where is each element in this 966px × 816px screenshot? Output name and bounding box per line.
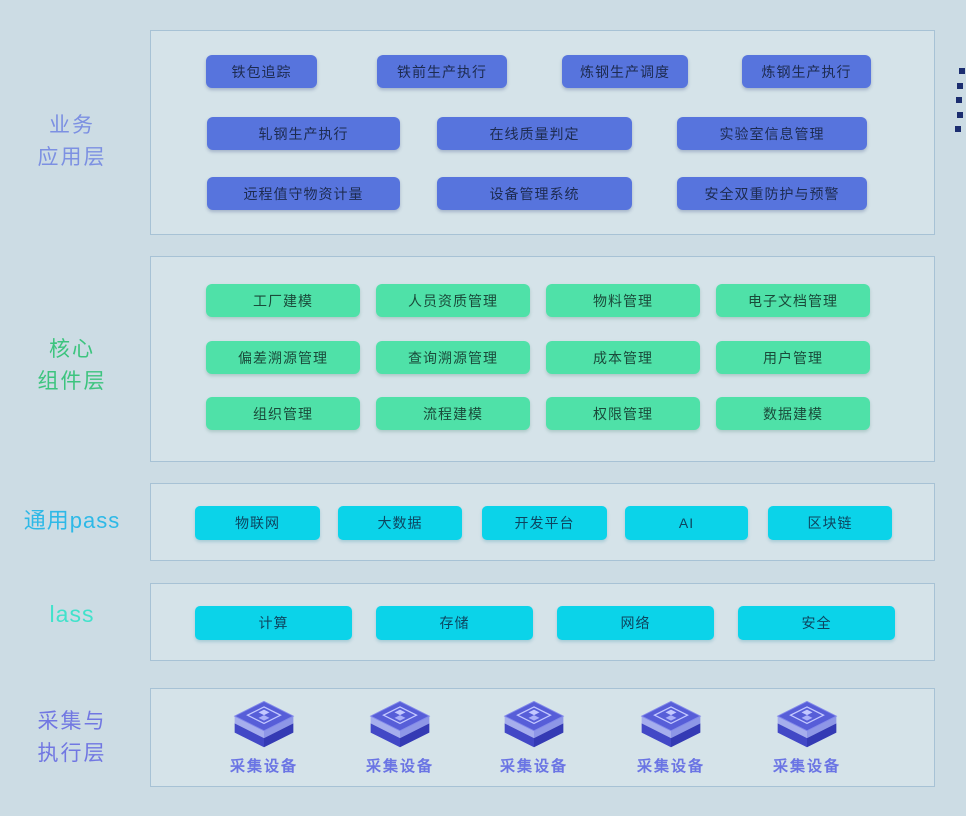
edge-mark-dot [956, 97, 962, 103]
app-button-ladle-tracking[interactable]: 铁包追踪 [206, 55, 317, 88]
core-button-cost-mgmt[interactable]: 成本管理 [546, 341, 700, 374]
iaas-layer-label: lass [10, 597, 134, 632]
iaas-button-security[interactable]: 安全 [738, 606, 895, 640]
edge-mark-dot [959, 68, 965, 74]
core-layer-label: 核心 组件层 [10, 334, 134, 397]
core-button-permission-mgmt[interactable]: 权限管理 [546, 397, 700, 430]
app-button-safety-warning[interactable]: 安全双重防护与预警 [677, 177, 867, 210]
device-cube-icon [503, 700, 565, 748]
label-line: 核心 [49, 338, 95, 361]
iaas-button-storage[interactable]: 存储 [376, 606, 533, 640]
collect-layer-label: 采集与 执行层 [10, 706, 134, 769]
label-line: 组件层 [37, 369, 107, 393]
device-cube-icon [369, 700, 431, 748]
edge-mark-dot [957, 112, 963, 118]
core-button-org-mgmt[interactable]: 组织管理 [206, 397, 360, 430]
device-label: 采集设备 [772, 758, 841, 775]
app-button-equipment-mgmt[interactable]: 设备管理系统 [437, 177, 632, 210]
label-line: lass [49, 601, 95, 627]
paas-button-blockchain[interactable]: 区块链 [768, 506, 892, 540]
core-button-personnel-qualification[interactable]: 人员资质管理 [376, 284, 530, 317]
paas-layer-label: 通用pass [10, 504, 134, 537]
core-button-data-modeling[interactable]: 数据建模 [716, 397, 870, 430]
app-button-steelmaking-mes[interactable]: 炼钢生产执行 [742, 55, 871, 88]
label-line: 执行层 [37, 741, 107, 765]
paas-button-iot[interactable]: 物联网 [195, 506, 320, 540]
core-button-factory-modeling[interactable]: 工厂建模 [206, 284, 360, 317]
business-layer-label: 业务 应用层 [10, 110, 134, 173]
device-cube-icon [640, 700, 702, 748]
app-button-steelmaking-scheduling[interactable]: 炼钢生产调度 [562, 55, 688, 88]
app-button-remote-weighing[interactable]: 远程值守物资计量 [207, 177, 400, 210]
app-button-ironmaking-mes[interactable]: 铁前生产执行 [377, 55, 507, 88]
core-button-query-trace[interactable]: 查询溯源管理 [376, 341, 530, 374]
device-label: 采集设备 [636, 758, 705, 775]
paas-button-bigdata[interactable]: 大数据 [338, 506, 462, 540]
app-button-online-quality[interactable]: 在线质量判定 [437, 117, 632, 150]
core-button-edoc-mgmt[interactable]: 电子文档管理 [716, 284, 870, 317]
app-button-lab-info[interactable]: 实验室信息管理 [677, 117, 867, 150]
device-label: 采集设备 [365, 758, 434, 775]
label-line: 业务 [49, 114, 95, 137]
paas-button-ai[interactable]: AI [625, 506, 748, 540]
iaas-button-network[interactable]: 网络 [557, 606, 714, 640]
app-button-rolling-mes[interactable]: 轧钢生产执行 [207, 117, 400, 150]
device-label: 采集设备 [499, 758, 568, 775]
device-cube-icon [776, 700, 838, 748]
edge-mark-dot [955, 126, 961, 132]
device-cube-icon [233, 700, 295, 748]
core-button-deviation-trace[interactable]: 偏差溯源管理 [206, 341, 360, 374]
paas-button-dev-platform[interactable]: 开发平台 [482, 506, 607, 540]
core-button-user-mgmt[interactable]: 用户管理 [716, 341, 870, 374]
label-line: 采集与 [37, 710, 107, 733]
core-button-process-modeling[interactable]: 流程建模 [376, 397, 530, 430]
device-label: 采集设备 [229, 758, 298, 775]
edge-mark-dot [957, 83, 963, 89]
core-button-material-mgmt[interactable]: 物料管理 [546, 284, 700, 317]
label-line: 应用层 [37, 145, 107, 169]
iaas-button-compute[interactable]: 计算 [195, 606, 352, 640]
label-line: 通用pass [23, 508, 121, 533]
